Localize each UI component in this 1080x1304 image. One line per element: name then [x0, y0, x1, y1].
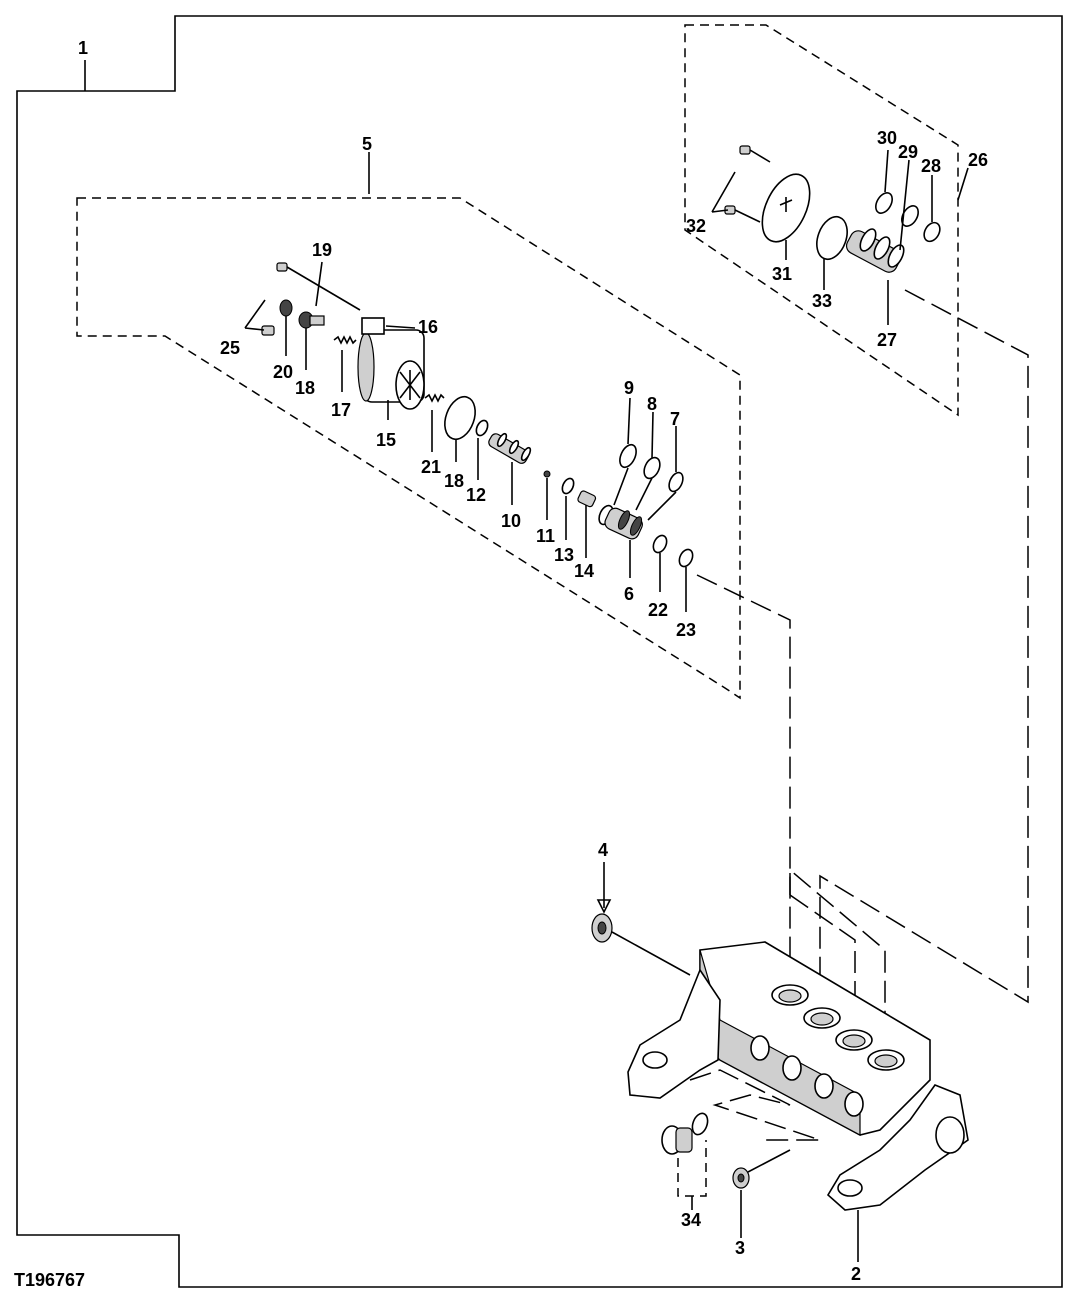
spring-21 — [424, 393, 445, 403]
ring-8 — [643, 456, 661, 480]
o-ring-33 — [816, 215, 848, 261]
group-5-parts — [244, 261, 694, 612]
group-5-boundary — [76, 197, 741, 700]
callout-10: 10 — [501, 511, 521, 531]
group-26-boundary — [684, 24, 959, 417]
callout-23: 23 — [676, 620, 696, 640]
callout-1: 1 — [78, 38, 88, 58]
connector-line-d — [789, 868, 886, 1050]
callout-2: 2 — [851, 1264, 861, 1284]
actuator-15 — [357, 317, 425, 410]
spool-10 — [488, 432, 532, 464]
callout-25: 25 — [220, 338, 240, 358]
callout-33: 33 — [812, 291, 832, 311]
connector-line-b — [819, 289, 1029, 1010]
callout-13: 13 — [554, 545, 574, 565]
port-side-4 — [844, 1091, 864, 1117]
callout-29: 29 — [898, 142, 918, 162]
callout-8: 8 — [647, 394, 657, 414]
assembly-boundary — [16, 15, 1063, 1288]
callout-19: 19 — [312, 240, 332, 260]
callout-17: 17 — [331, 400, 351, 420]
ring-7 — [668, 471, 684, 493]
callout-31: 31 — [772, 264, 792, 284]
port-side-2 — [782, 1055, 802, 1081]
ring-23 — [678, 548, 694, 568]
connector-line-e — [689, 1069, 821, 1141]
nut-3 — [732, 1149, 791, 1238]
callout-5: 5 — [362, 134, 372, 154]
callout-27: 27 — [877, 330, 897, 350]
ring-28 — [923, 221, 941, 243]
callout-11: 11 — [536, 526, 555, 546]
callout-32: 32 — [686, 216, 706, 236]
callout-21: 21 — [421, 457, 441, 477]
group-26-parts — [711, 145, 941, 325]
callout-6: 6 — [624, 584, 634, 604]
spring-17 — [333, 335, 357, 345]
callout-9: 9 — [624, 378, 634, 398]
callout-26: 26 — [968, 150, 988, 170]
leader-26 — [957, 167, 969, 201]
mount-foot-right — [826, 1084, 969, 1211]
callout-18a: 18 — [295, 378, 315, 398]
callout-3: 3 — [735, 1238, 745, 1258]
plug-20 — [279, 299, 293, 317]
connector-line-a — [696, 574, 791, 975]
plug-4 — [591, 862, 691, 976]
callout-22: 22 — [648, 600, 668, 620]
ring-13 — [561, 477, 575, 495]
callout-7: 7 — [670, 409, 680, 429]
callout-20: 20 — [273, 362, 293, 382]
o-ring-18b — [444, 395, 476, 441]
figure-id: T196767 — [14, 1270, 85, 1290]
callout-30: 30 — [877, 128, 897, 148]
sleeve-6 — [598, 504, 643, 540]
port-side-1 — [750, 1035, 770, 1061]
callout-18b: 18 — [444, 471, 464, 491]
mount-foot-left — [627, 968, 721, 1099]
ring-9 — [619, 443, 637, 469]
plug-34 — [661, 1112, 709, 1210]
callout-15: 15 — [376, 430, 396, 450]
callout-4: 4 — [598, 840, 608, 860]
screw-32a — [739, 145, 751, 155]
port-side-3 — [814, 1073, 834, 1099]
spring-14 — [577, 490, 597, 508]
ball-11 — [543, 470, 551, 478]
callout-14: 14 — [574, 561, 594, 581]
callout-28: 28 — [921, 156, 941, 176]
ring-12 — [475, 419, 489, 437]
screw-25a — [276, 262, 288, 272]
o-ring-34 — [691, 1112, 709, 1136]
valve-body-2 — [627, 941, 969, 1262]
ring-30 — [875, 192, 893, 214]
callout-16: 16 — [418, 317, 438, 337]
ring-22 — [652, 534, 668, 554]
callout-12: 12 — [466, 485, 486, 505]
callout-34: 34 — [681, 1210, 701, 1230]
spool-27 — [845, 228, 905, 273]
